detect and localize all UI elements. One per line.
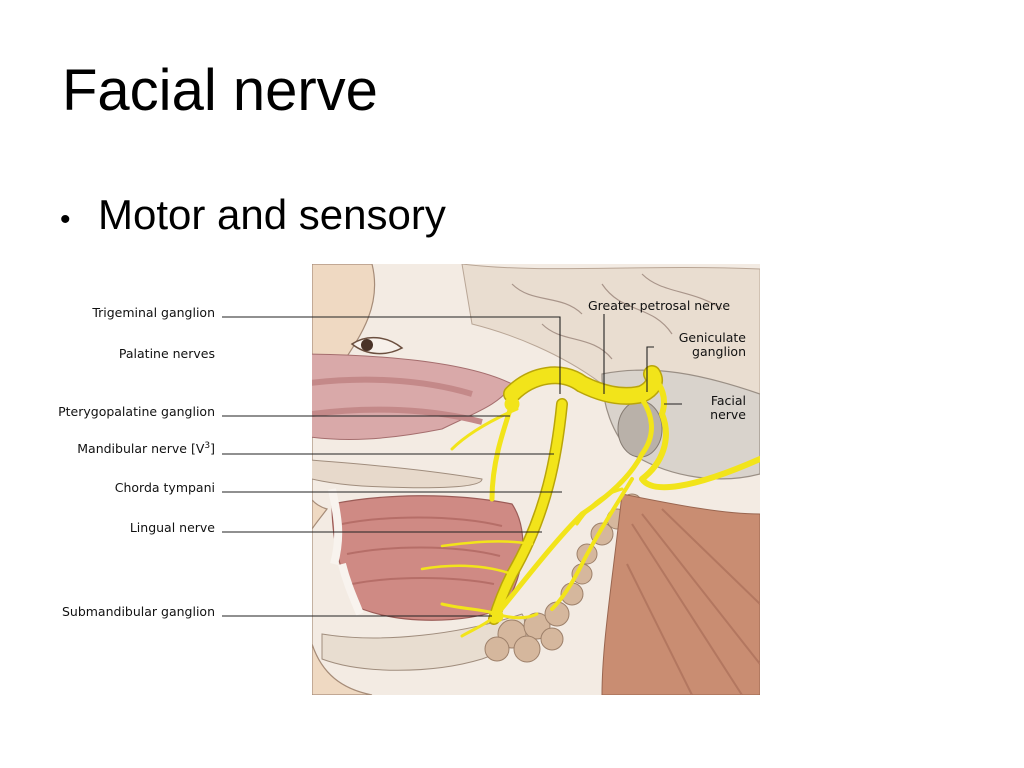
label-geniculate-line1: Geniculate	[678, 330, 746, 345]
label-pterygopalatine-ganglion: Pterygopalatine ganglion	[58, 404, 215, 419]
label-facial-line1: Facial	[710, 393, 746, 408]
nasal-conchae	[312, 376, 483, 425]
label-lingual-nerve: Lingual nerve	[129, 520, 215, 535]
label-geniculate-ganglion: Geniculate ganglion	[678, 330, 746, 360]
label-facial-line2: nerve	[710, 407, 746, 423]
label-palatine-nerves: Palatine nerves	[118, 346, 215, 361]
bullet-list: • Motor and sensory	[60, 191, 446, 238]
facial-nerve	[639, 411, 760, 491]
palatine-branch	[450, 407, 519, 451]
bullet-item: • Motor and sensory	[60, 191, 446, 238]
geniculate-ganglion	[649, 376, 667, 417]
right-leader-lines	[603, 314, 682, 405]
pterygopalatine-ganglion-node	[504, 396, 520, 412]
bullet-text: Motor and sensory	[98, 191, 446, 238]
bullet-symbol: •	[60, 203, 71, 236]
label-mandibular-nerve-sup: 3	[204, 441, 211, 451]
anatomy-drawing	[222, 264, 760, 695]
mandibular-nerve	[489, 399, 567, 624]
label-facial-nerve: Facial nerve	[710, 393, 746, 423]
lingual-branches	[420, 540, 534, 576]
ear-canal	[617, 400, 663, 458]
teeth-upper	[328, 488, 343, 566]
nerve-branch	[550, 477, 634, 611]
label-mandibular-nerve-close: ]	[210, 441, 215, 457]
eye-pupil	[361, 339, 373, 351]
neck-muscles	[601, 493, 760, 695]
left-leader-lines	[222, 316, 562, 617]
label-geniculate-line2: ganglion	[692, 344, 746, 360]
label-submandibular-ganglion: Submandibular ganglion	[61, 604, 215, 619]
label-greater-petrosal-nerve: Greater petrosal nerve	[588, 298, 731, 313]
facial-nerve-illustration: Trigeminal ganglion Palatine nerves Pter…	[42, 264, 760, 695]
submandibular-ganglion-node	[490, 609, 504, 623]
trigeminal-leader	[222, 316, 561, 394]
label-chorda-tympani: Chorda tympani	[114, 480, 215, 495]
label-trigeminal-ganglion: Trigeminal ganglion	[92, 305, 215, 320]
slide-title: Facial nerve	[62, 58, 378, 123]
muscle-fibers	[626, 508, 760, 695]
tongue-muscle-lines	[341, 516, 503, 585]
label-mandibular-nerve: Mandibular nerve [V3]	[77, 441, 215, 457]
hard-palate	[312, 459, 483, 489]
salivary-glands	[484, 493, 643, 663]
brain-gyri	[511, 273, 723, 360]
label-mandibular-nerve-text: Mandibular nerve [V	[77, 441, 205, 457]
teeth-lower	[338, 563, 364, 616]
